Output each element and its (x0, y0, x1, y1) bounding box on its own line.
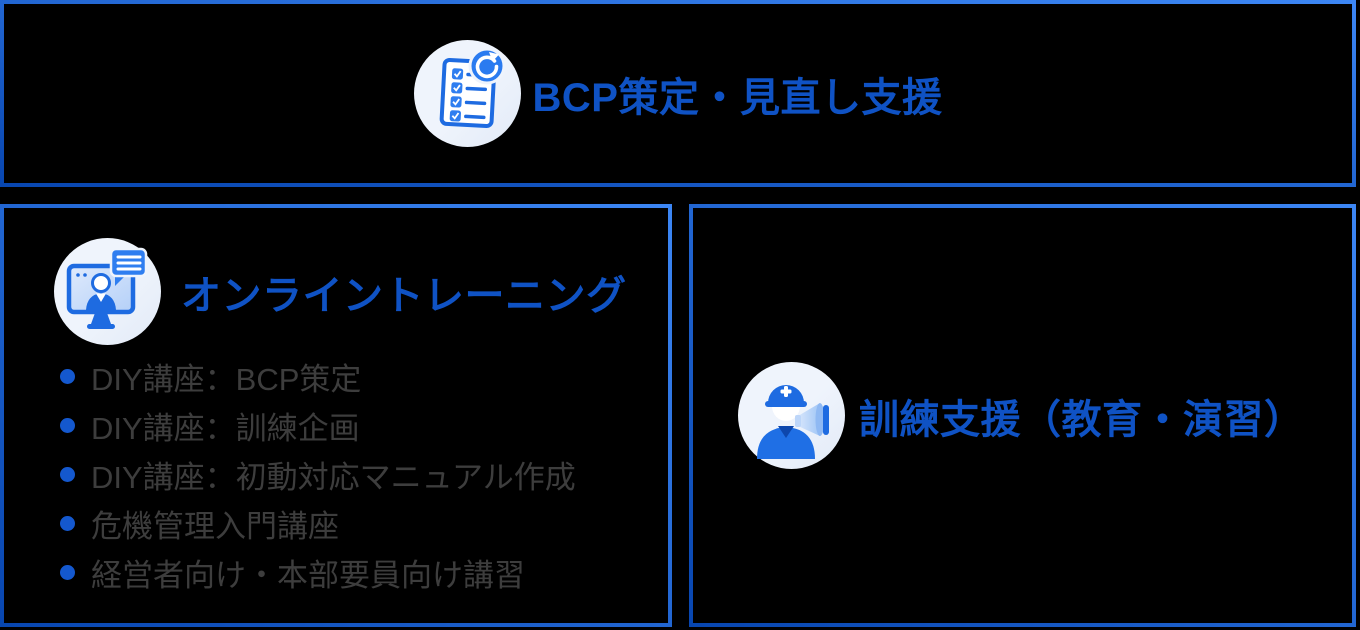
list-item: DIY講座：初動対応マニュアル作成 (60, 450, 668, 499)
list-item: DIY講座：BCP策定 (60, 352, 668, 401)
worker-megaphone-icon (738, 362, 845, 469)
panel-online-training: オンライントレーニング DIY講座：BCP策定 DIY講座：訓練企画 DIY講座… (0, 204, 672, 627)
list-item-label: DIY講座：BCP策定 (91, 362, 362, 397)
bullet-icon (60, 467, 75, 482)
checklist-refresh-icon-svg (439, 47, 506, 129)
list-item: 危機管理入門講座 (60, 499, 668, 548)
bullet-icon (60, 565, 75, 580)
list-item-label: 危機管理入門講座 (91, 509, 339, 544)
course-list: DIY講座：BCP策定 DIY講座：訓練企画 DIY講座：初動対応マニュアル作成… (60, 352, 668, 597)
list-item-label: DIY講座：訓練企画 (91, 411, 360, 446)
checklist-refresh-icon (413, 40, 521, 147)
bullet-icon (60, 418, 75, 433)
list-item-label: DIY講座：初動対応マニュアル作成 (91, 460, 576, 495)
panel-drill-support: 訓練支援（教育・演習） (689, 204, 1356, 627)
online-training-monitor-icon (54, 238, 161, 345)
list-item: 経営者向け・本部要員向け講習 (60, 548, 668, 597)
online-training-header: オンライントレーニング (54, 238, 668, 345)
online-training-monitor-icon-svg (66, 247, 148, 329)
online-training-title: オンライントレーニング (181, 273, 627, 318)
worker-megaphone-icon-svg (757, 385, 829, 459)
list-item-label: 経営者向け・本部要員向け講習 (91, 558, 525, 593)
bullet-icon (60, 369, 75, 384)
list-item: DIY講座：訓練企画 (60, 401, 668, 450)
bullet-icon (60, 516, 75, 531)
bcp-panel-title: BCP策定・見直し支援 (532, 75, 943, 120)
drill-support-title: 訓練支援（教育・演習） (859, 397, 1305, 442)
panel-bcp-support: BCP策定・見直し支援 (0, 0, 1356, 187)
